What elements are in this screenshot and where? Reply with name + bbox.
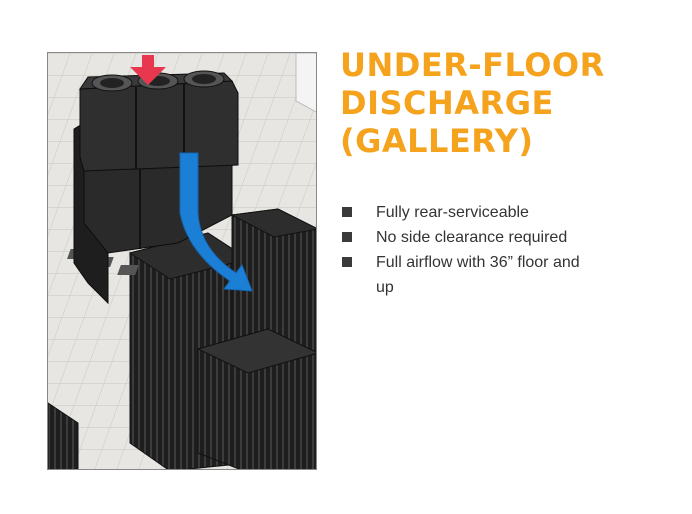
title-line: (GALLERY) (340, 122, 534, 160)
back-wall (295, 53, 316, 113)
illustration-svg (48, 53, 316, 469)
rack-corner (48, 402, 79, 469)
list-item-text: No side clearance required (376, 229, 568, 246)
list-item: No side clearance required (342, 225, 672, 250)
list-item-text: Fully rear-serviceable (376, 204, 529, 221)
discharge-arrow (179, 152, 253, 292)
bullet-square-icon (342, 232, 352, 242)
page-title: UNDER-FLOOR DISCHARGE (GALLERY) (340, 46, 680, 160)
list-item: Fully rear-serviceable (342, 200, 672, 225)
title-line: DISCHARGE (340, 84, 554, 122)
title-line: UNDER-FLOOR (340, 46, 605, 84)
cooling-unit-illustration (47, 52, 317, 470)
bullet-square-icon (342, 207, 352, 217)
list-item-text: Full airflow with 36” floor and up (376, 254, 580, 296)
feature-list: Fully rear-serviceable No side clearance… (342, 200, 672, 300)
list-item: Full airflow with 36” floor and up (342, 250, 672, 300)
rack-row-right (196, 208, 316, 469)
intake-arrow (130, 55, 166, 85)
bullet-square-icon (342, 257, 352, 267)
